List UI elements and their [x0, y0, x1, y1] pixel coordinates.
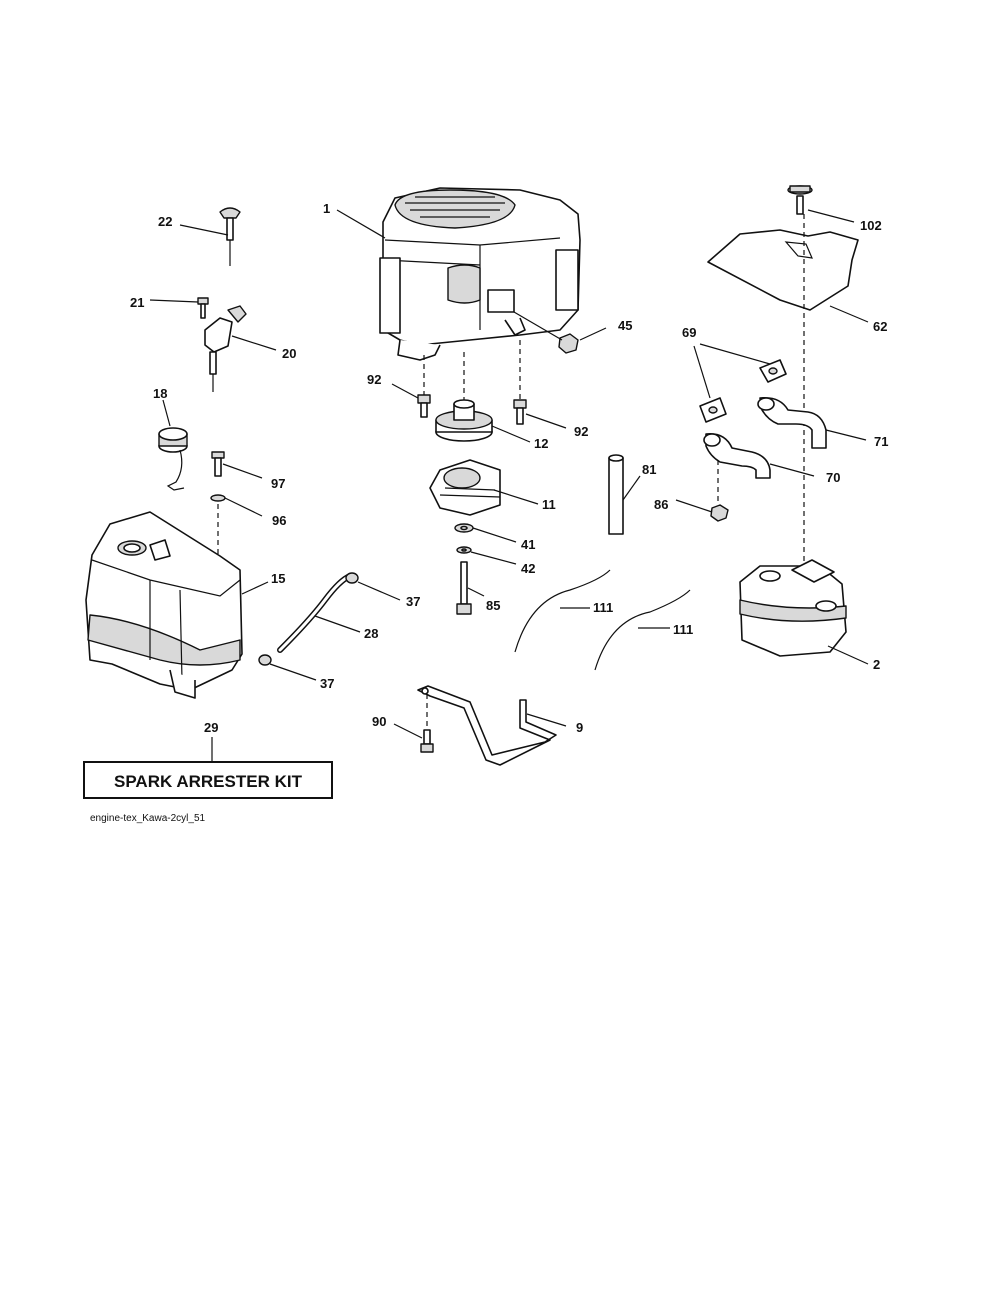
bolt-part-92-left — [417, 394, 431, 418]
fuel-line-part-111-left — [514, 569, 611, 653]
exhaust-pipe-part-70 — [703, 432, 771, 479]
washer-part-96 — [210, 494, 226, 502]
fuel-line-part-28 — [277, 573, 353, 653]
bracket-part-9 — [417, 685, 557, 766]
fuel-tank-part-15 — [85, 511, 243, 699]
plunger-part-22 — [219, 207, 241, 266]
heat-shield-part-62 — [707, 229, 859, 311]
clamp-part-37-bottom — [258, 654, 272, 666]
valve-part-20 — [204, 305, 247, 392]
spark-arrester-kit-label: SPARK ARRESTER KIT — [114, 772, 303, 791]
gasket-part-69-a — [759, 359, 787, 383]
bolt-part-97 — [211, 451, 225, 477]
fuel-line-part-111-right — [594, 589, 691, 671]
screw-part-21 — [197, 297, 209, 319]
spark-arrester-kit-box: SPARK ARRESTER KIT — [83, 761, 333, 799]
nut-part-45 — [558, 333, 579, 354]
bolt-part-85 — [456, 561, 472, 615]
bolt-part-90 — [420, 729, 434, 753]
gasket-part-69-b — [699, 397, 727, 423]
clamp-part-37-top — [345, 572, 359, 584]
washer-part-42 — [456, 546, 472, 554]
engine-part-1 — [379, 187, 581, 361]
diagram-reference-id: engine-tex_Kawa-2cyl_51 — [90, 813, 206, 824]
pulley-part-12 — [435, 399, 493, 442]
fuel-cap-part-18 — [158, 427, 188, 491]
washer-part-41 — [454, 523, 474, 533]
bolt-part-92-right — [513, 399, 527, 425]
muffler-part-2 — [739, 559, 847, 657]
clutch-part-11 — [429, 459, 501, 516]
nut-part-86 — [710, 504, 729, 522]
bolt-part-102 — [787, 185, 813, 215]
exhaust-pipe-part-71 — [757, 396, 827, 449]
tube-part-81 — [608, 454, 624, 535]
